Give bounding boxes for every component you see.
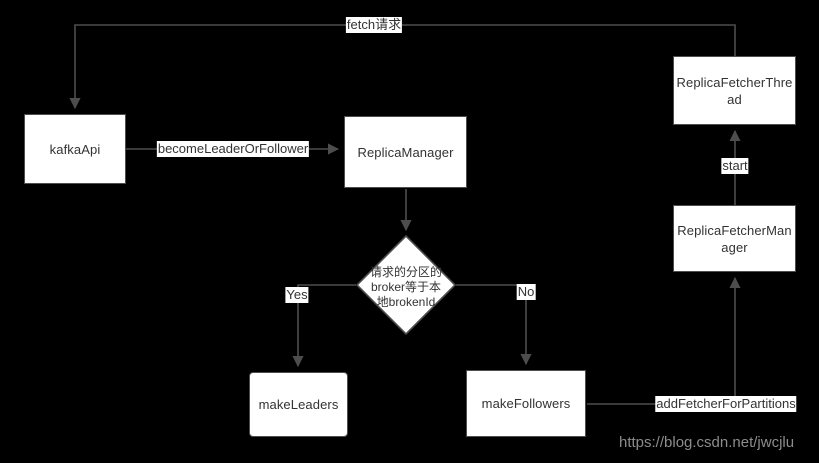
edge-no-to-makefollowers	[456, 284, 532, 366]
node-replicamanager[interactable]: ReplicaManager	[344, 116, 467, 188]
node-replicafetchermanager-label: ReplicaFetcherManager	[677, 222, 792, 255]
edge-yes-to-makeleaders	[292, 284, 356, 368]
node-makefollowers[interactable]: makeFollowers	[466, 370, 586, 437]
edge-label-yes: Yes	[285, 287, 309, 303]
edge-label-start: start	[721, 158, 749, 174]
node-makeleaders[interactable]: makeLeaders	[249, 372, 348, 437]
node-kafkaapi-label: kafkaApi	[49, 141, 101, 157]
decision-broker-check[interactable]: 请求的分区的 broker等于本 地brokenId	[356, 235, 456, 335]
node-replicafetchermanager[interactable]: ReplicaFetcherManager	[673, 205, 796, 272]
edge-label-no: No	[516, 284, 536, 300]
node-makeleaders-label: makeLeaders	[258, 397, 339, 412]
edge-label-add-fetcher-for-partitions: addFetcherForPartitions	[655, 396, 797, 412]
diamond-shape	[356, 235, 456, 335]
node-makefollowers-label: makeFollowers	[481, 396, 571, 411]
watermark-text: https://blog.csdn.net/jwcjlu	[619, 434, 795, 451]
node-kafkaapi[interactable]: kafkaApi	[24, 114, 126, 184]
edge-add-fetcher-for-partitions	[587, 276, 741, 405]
edge-fetch-request	[69, 24, 736, 110]
decision-label: 请求的分区的 broker等于本 地brokenId	[369, 265, 442, 309]
node-replicafetcherthread[interactable]: ReplicaFetcherThread	[673, 56, 796, 125]
edge-label-fetch-request: fetch请求	[345, 17, 403, 33]
node-replicafetcherthread-label: ReplicaFetcherThread	[676, 74, 793, 107]
node-replicamanager-label: ReplicaManager	[357, 144, 454, 160]
edge-label-become-leader-or-follower: becomeLeaderOrFollower	[156, 141, 310, 157]
